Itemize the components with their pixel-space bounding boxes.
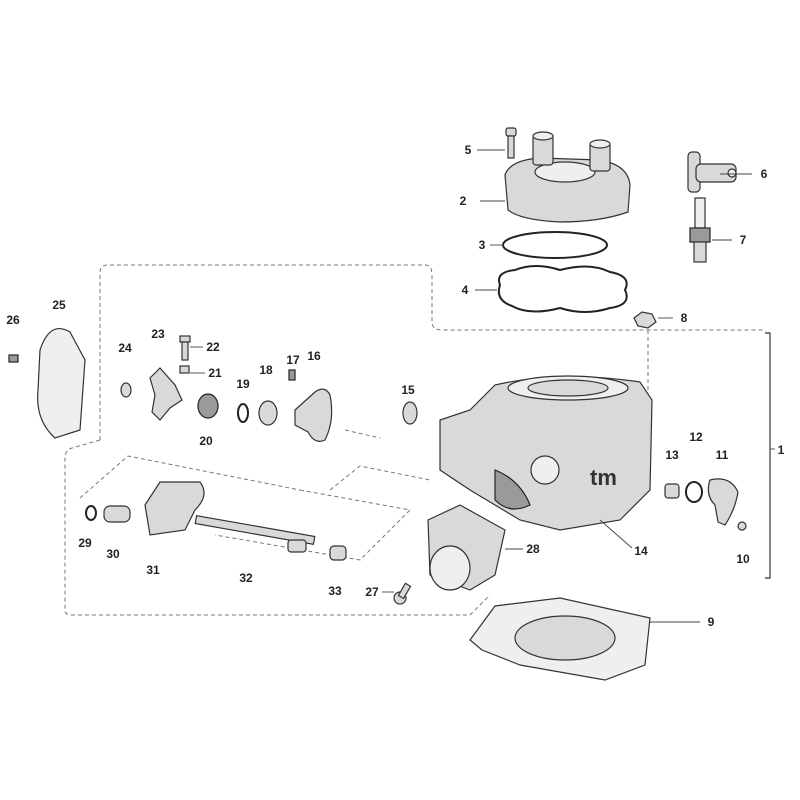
head-o-ring	[502, 231, 608, 259]
callout-16: 16	[307, 349, 321, 363]
valve-flange	[294, 388, 333, 442]
callout-2: 2	[460, 194, 467, 208]
spark-plug-cap	[687, 151, 737, 193]
callout-24: 24	[118, 341, 132, 355]
callout-19: 19	[236, 377, 250, 391]
spark-plug	[689, 197, 711, 263]
callout-13: 13	[665, 448, 679, 462]
control-lever	[149, 367, 183, 421]
callout-8: 8	[681, 311, 688, 325]
shaft-end-bushing	[329, 545, 347, 561]
exhaust-valve	[144, 481, 205, 536]
callout-11: 11	[716, 448, 729, 462]
shaft-seal	[402, 401, 418, 425]
callout-25: 25	[52, 298, 66, 312]
small-ring	[85, 505, 97, 521]
callout-26: 26	[6, 313, 20, 327]
head-gasket	[497, 265, 628, 313]
cover-o-ring	[685, 481, 703, 503]
shaft-bushing	[103, 505, 131, 523]
callout-7: 7	[740, 233, 747, 247]
intake-manifold	[427, 504, 506, 591]
callout-14: 14	[634, 544, 648, 558]
small-nut	[179, 365, 190, 374]
callout-23: 23	[151, 327, 165, 341]
callout-10: 10	[736, 552, 750, 566]
cover-screw-small	[8, 354, 19, 363]
cylinder-nut	[633, 311, 657, 329]
callout-9: 9	[708, 615, 715, 629]
manifold-bolt	[393, 582, 412, 605]
callout-31: 31	[146, 563, 160, 577]
callout-12: 12	[689, 430, 703, 444]
callout-28: 28	[526, 542, 540, 556]
valve-cover	[707, 478, 739, 526]
assembly-boundary-dashed-lower	[64, 439, 491, 616]
head-bolt	[505, 127, 517, 159]
callout-22: 22	[206, 340, 220, 354]
bushing	[664, 483, 680, 499]
leader-line-14	[599, 519, 633, 549]
callout-15: 15	[401, 383, 415, 397]
cylinder-head	[504, 131, 631, 223]
lever-bolt	[179, 335, 191, 361]
subassembly-boundary-dashed	[79, 429, 431, 561]
callout-20: 20	[199, 434, 213, 448]
circlip	[237, 403, 249, 423]
callout-18: 18	[259, 363, 273, 377]
cylinder: tm	[439, 375, 653, 531]
cover-screw	[737, 521, 747, 531]
callout-6: 6	[761, 167, 768, 181]
flange-screw	[288, 369, 296, 381]
callout-3: 3	[479, 238, 486, 252]
valve-shaft	[194, 514, 316, 553]
callout-30: 30	[106, 547, 120, 561]
callout-5: 5	[465, 143, 472, 157]
cylinder-logo: tm	[590, 465, 617, 490]
callout-29: 29	[78, 536, 92, 550]
group-bracket	[765, 332, 771, 579]
callout-33: 33	[328, 584, 342, 598]
side-cover	[37, 328, 86, 439]
spring	[197, 393, 219, 419]
callout-4: 4	[462, 283, 469, 297]
callout-27: 27	[365, 585, 379, 599]
callout-1: 1	[778, 443, 785, 457]
washer	[120, 382, 132, 398]
callout-32: 32	[239, 571, 253, 585]
spacer	[258, 400, 278, 426]
callout-17: 17	[286, 353, 300, 367]
callout-21: 21	[208, 366, 222, 380]
